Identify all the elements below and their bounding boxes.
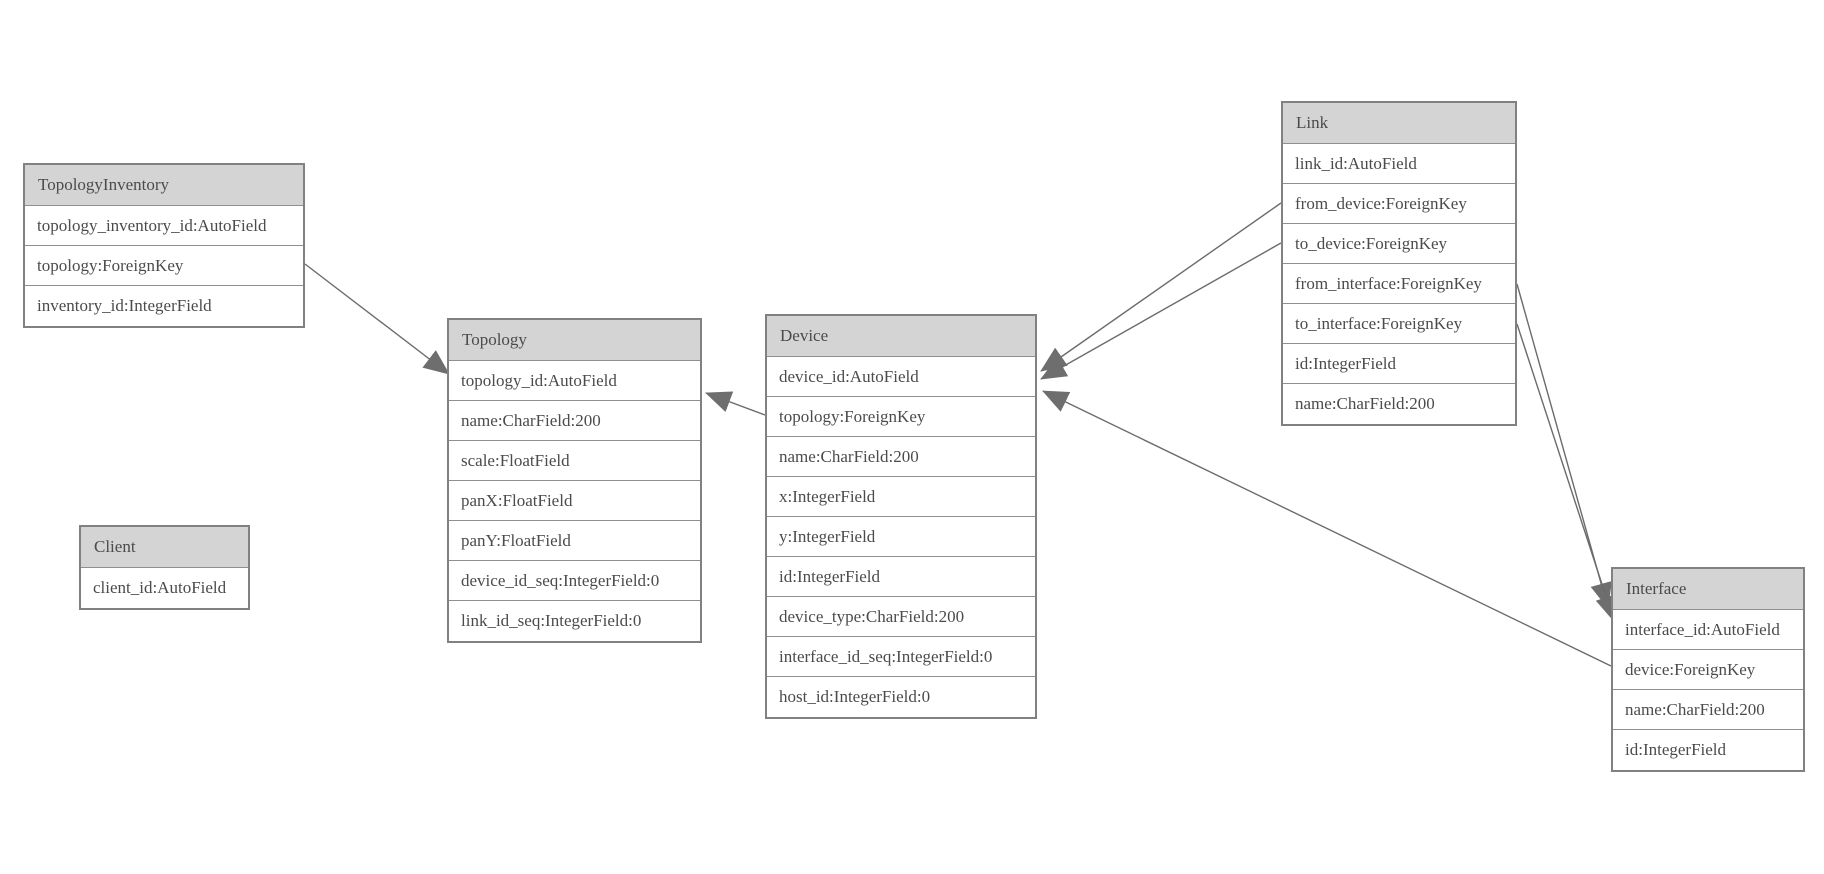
entity-title: Topology [462,330,527,349]
entity-field-label: id:IntegerField [1295,353,1397,373]
entity-field-label: scale:FloatField [461,450,570,470]
entity-field-label: topology_id:AutoField [461,370,617,390]
entity-field-label: interface_id:AutoField [1625,619,1780,639]
entity-field-label: to_device:ForeignKey [1295,233,1448,253]
entity-field-row[interactable]: id:IntegerField [1283,344,1515,384]
entity-field-row[interactable]: from_interface:ForeignKey [1283,264,1515,304]
entity-field-label: id:IntegerField [779,566,881,586]
entity-field-row[interactable]: id:IntegerField [767,557,1035,597]
entity-title: TopologyInventory [38,175,170,194]
entity-field-row[interactable]: to_interface:ForeignKey [1283,304,1515,344]
connector-link-from-device-device[interactable] [1040,202,1282,372]
entity-header[interactable]: TopologyInventory [25,165,303,206]
entity-field-label: device_id_seq:IntegerField:0 [461,570,660,590]
connector-device-topology[interactable] [705,391,766,416]
entity-header[interactable]: Link [1283,103,1515,144]
entity-field-row[interactable]: link_id_seq:IntegerField:0 [449,601,700,641]
entity-title: Link [1296,113,1329,132]
entity-field-row[interactable]: link_id:AutoField [1283,144,1515,184]
entity-field-row[interactable]: device_type:CharField:200 [767,597,1035,637]
entity-field-row[interactable]: interface_id:AutoField [1613,610,1803,650]
entity-field-label: name:CharField:200 [779,446,919,466]
entity-field-label: from_device:ForeignKey [1295,193,1467,213]
entity-field-row[interactable]: topology_id:AutoField [449,361,700,401]
entity-title: Interface [1626,579,1687,598]
entity-field-row[interactable]: y:IntegerField [767,517,1035,557]
entity-field-row[interactable]: name:CharField:200 [1613,690,1803,730]
entity-field-label: y:IntegerField [779,526,876,546]
entity-field-row[interactable]: device:ForeignKey [1613,650,1803,690]
entity-field-label: panY:FloatField [461,530,571,550]
entity-field-label: interface_id_seq:IntegerField:0 [779,646,993,666]
entity-field-label: device:ForeignKey [1625,659,1756,679]
entity-field-label: name:CharField:200 [1625,699,1765,719]
entity-title: Device [780,326,829,345]
entity-field-label: link_id:AutoField [1295,153,1417,173]
connector-interface-device[interactable] [1042,390,1612,667]
entity-header[interactable]: Client [81,527,248,568]
entity-field-row[interactable]: name:CharField:200 [767,437,1035,477]
entity-field-label: topology_inventory_id:AutoField [37,215,267,235]
entity-field-row[interactable]: panY:FloatField [449,521,700,561]
entity-topology[interactable]: Topology topology_id:AutoField name:CharFi… [447,318,702,643]
entity-field-row[interactable]: x:IntegerField [767,477,1035,517]
entity-field-row[interactable]: host_id:IntegerField:0 [767,677,1035,717]
entity-field-label: panX:FloatField [461,490,573,510]
entity-field-row[interactable]: panX:FloatField [449,481,700,521]
entity-field-row[interactable]: interface_id_seq:IntegerField:0 [767,637,1035,677]
entity-field-label: x:IntegerField [779,486,876,506]
entity-field-row[interactable]: topology_inventory_id:AutoField [25,206,303,246]
entity-header[interactable]: Topology [449,320,700,361]
entity-field-label: host_id:IntegerField:0 [779,687,931,706]
entity-device[interactable]: Device device_id:AutoField topology:Foreig… [765,314,1037,719]
entity-client[interactable]: Client client_id:AutoField [79,525,250,610]
entity-field-label: name:CharField:200 [461,410,601,430]
connector-topologyinventory-topology[interactable] [304,263,450,375]
entity-field-row[interactable]: topology:ForeignKey [25,246,303,286]
entity-link[interactable]: Link link_id:AutoField from_device:Foreign… [1281,101,1517,426]
entity-header[interactable]: Interface [1613,569,1803,610]
entity-field-label: id:IntegerField [1625,740,1727,759]
entity-field-label: device_id:AutoField [779,366,919,386]
entity-field-label: to_interface:ForeignKey [1295,313,1463,333]
connector-link-to-device-device[interactable] [1040,242,1282,380]
entity-field-label: topology:ForeignKey [779,406,926,426]
entity-field-label: name:CharField:200 [1295,394,1435,413]
entity-field-row[interactable]: device_id:AutoField [767,357,1035,397]
entity-field-label: topology:ForeignKey [37,255,184,275]
entity-title: Client [94,537,136,556]
entity-field-row[interactable]: inventory_id:IntegerField [25,286,303,326]
entity-field-row[interactable]: scale:FloatField [449,441,700,481]
entity-interface[interactable]: Interface interface_id:AutoField device:Fo… [1611,567,1805,772]
entity-field-label: from_interface:ForeignKey [1295,273,1482,293]
entity-field-row[interactable]: name:CharField:200 [1283,384,1515,424]
connector-link-to-interface-interface[interactable] [1516,323,1617,622]
entity-field-row[interactable]: client_id:AutoField [81,568,248,608]
entity-header[interactable]: Device [767,316,1035,357]
entity-field-row[interactable]: device_id_seq:IntegerField:0 [449,561,700,601]
entity-field-label: link_id_seq:IntegerField:0 [461,611,642,630]
entity-field-row[interactable]: name:CharField:200 [449,401,700,441]
entity-field-label: inventory_id:IntegerField [37,296,212,315]
entity-topologyinventory[interactable]: TopologyInventory topology_inventory_id:A… [23,163,305,328]
entity-field-row[interactable]: from_device:ForeignKey [1283,184,1515,224]
entity-field-label: client_id:AutoField [93,578,227,597]
entity-field-row[interactable]: id:IntegerField [1613,730,1803,770]
entity-field-label: device_type:CharField:200 [779,606,965,626]
entity-field-row[interactable]: topology:ForeignKey [767,397,1035,437]
entity-field-row[interactable]: to_device:ForeignKey [1283,224,1515,264]
